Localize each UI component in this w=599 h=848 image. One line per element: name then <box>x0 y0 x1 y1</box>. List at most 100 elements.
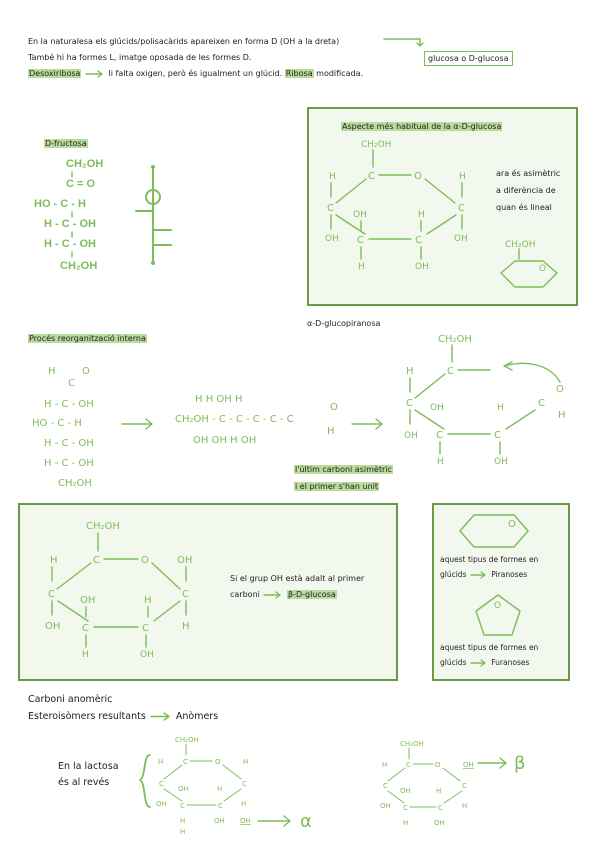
svg-text:H: H <box>180 817 185 825</box>
pyranose-name: Piranoses <box>491 570 528 579</box>
svg-text:O: O <box>414 171 422 182</box>
fructosa-structure: CH₂OH C = O HO - C - H H - C - OH H - C … <box>34 158 172 272</box>
svg-text:OH: OH <box>214 817 225 825</box>
svg-text:C: C <box>242 780 247 788</box>
svg-text:C: C <box>406 761 411 769</box>
svg-text:OH: OH <box>494 457 508 467</box>
chain-o: O <box>330 402 338 413</box>
beta-glucosa-box: CH₂OH H C O OH C C OH H OH H C C H OH Si… <box>18 503 398 681</box>
intro-line-3-end: modificada. <box>316 69 364 78</box>
alpha-note-3: quan és lineal <box>496 203 552 212</box>
desoxiribosa-highlight: Desoxiribosa <box>28 69 82 78</box>
beta-anomer-structure: CH₂OH H C O OH C C OH H OH H C C H OH β <box>380 740 526 827</box>
furanose-name: Furanoses <box>491 658 530 667</box>
beta-glucosa-highlight: β-D-glucosa <box>286 590 337 599</box>
svg-text:O: O <box>556 384 564 395</box>
svg-text:OH: OH <box>140 650 154 660</box>
anomeric-line-2-end: Anòmers <box>175 711 219 722</box>
arrow-icon <box>121 418 153 430</box>
pent-o: O <box>494 601 501 611</box>
svg-text:C: C <box>383 782 388 790</box>
chain-glucose: H H OH H CH₂OH - C - C - C - C - C OH OH… <box>175 394 338 446</box>
svg-text:C: C <box>180 802 185 810</box>
svg-text:OH: OH <box>178 785 189 793</box>
alpha-caption: α-D-glucopiranosa <box>307 319 381 328</box>
svg-text:H: H <box>558 410 566 421</box>
svg-text:C: C <box>458 203 465 214</box>
arrow-icon <box>263 590 282 599</box>
arrow-to-glucosa <box>383 38 424 47</box>
svg-text:OH: OH <box>156 800 167 808</box>
svg-text:H: H <box>436 787 441 795</box>
svg-text:OH: OH <box>415 262 429 272</box>
intro-line-3: Desoxiribosa li falta oxigen, però és ig… <box>28 68 363 79</box>
chair-hexagon-icon: CH₂OH O <box>500 240 558 288</box>
alpha-symbol: α <box>300 811 312 832</box>
arrow-icon <box>150 712 170 721</box>
chain-bottom: OH OH H OH <box>193 435 256 446</box>
anomer-alpha-ch2oh: CH₂OH <box>175 736 199 744</box>
chain-h: H <box>327 426 335 437</box>
anomeric-line-2: Esteroisòmers resultants Anòmers <box>28 710 218 723</box>
fructosa-row-3: HO - C - H <box>34 198 86 210</box>
svg-text:H: H <box>158 758 163 766</box>
svg-text:OH: OH <box>434 819 445 827</box>
fructosa-row-5: H - C - OH <box>44 238 96 250</box>
beta-text-2-word: carboni <box>230 590 260 599</box>
intro-line-1: En la naturalesa els glúcids/polisacàrid… <box>28 37 340 46</box>
ring-forming-structure: CH₂OH H C O C H C OH H OH C C H OH <box>404 334 566 467</box>
svg-text:C: C <box>327 203 334 214</box>
alpha-anomer-structure: CH₂OH H C O H C C OH H OH H C C H OH H O… <box>139 736 312 836</box>
lactosa-line-2: és al revés <box>58 777 110 788</box>
svg-text:C: C <box>218 802 223 810</box>
svg-text:C: C <box>447 366 454 377</box>
svg-text:OH: OH <box>353 210 367 220</box>
process-ring-ch2oh: CH₂OH <box>438 334 472 345</box>
fructosa-row-2: C = O <box>66 178 95 190</box>
svg-text:C: C <box>406 398 413 409</box>
chain-main: CH₂OH - C - C - C - C - C <box>175 414 294 425</box>
linear-glucose: H C O H - C - OH HO - C - H H - C - OH H… <box>32 366 94 489</box>
svg-text:OH: OH <box>240 817 251 825</box>
svg-text:O: O <box>215 758 221 766</box>
alpha-ring-structure: CH₂OH H C O H C C OH H OH OH C C H OH <box>325 140 468 272</box>
alpha-ch2oh: CH₂OH <box>361 140 392 150</box>
pyranose-text-2: glúcids Piranoses <box>440 570 527 580</box>
furanose-text-2: glúcids Furanoses <box>440 658 529 668</box>
alpha-box-title-text: Aspecte més habitual de la α-D-glucosa <box>341 122 503 131</box>
forms-box: O aquest tipus de formes en glúcids Pira… <box>432 503 570 681</box>
lactosa-line-1: En la lactosa <box>58 761 119 772</box>
arrow-icon <box>470 571 486 579</box>
svg-text:OH: OH <box>45 621 60 632</box>
svg-text:H: H <box>418 210 425 220</box>
svg-text:H: H <box>406 366 414 377</box>
intro-line-2: També hi ha formes L, imatge oposada de … <box>28 53 252 62</box>
fructosa-title: D-fructosa <box>44 138 88 149</box>
svg-text:H: H <box>243 758 248 766</box>
anomer-beta-ch2oh: CH₂OH <box>400 740 424 748</box>
linear-top-h: H <box>48 366 56 377</box>
linear-row-4: H - C - OH <box>44 458 94 469</box>
chain-top: H H OH H <box>195 394 243 405</box>
process-note-2: i el primer s'han unit <box>294 481 380 492</box>
pyranose-hexagon-icon: O <box>459 514 529 548</box>
svg-text:H: H <box>329 172 336 182</box>
anomeric-line-2-text: Esteroisòmers resultants <box>28 711 146 722</box>
process-title-text: Procés reorganització interna <box>28 334 147 343</box>
svg-text:H: H <box>437 457 444 467</box>
furanose-text-1: aquest tipus de formes en <box>440 643 539 652</box>
beta-text-2: carboni β-D-glucosa <box>230 589 337 600</box>
alpha-note-1: ara és asimètric <box>496 169 561 178</box>
svg-text:C: C <box>182 589 189 600</box>
intro-line-3-text: li falta oxigen, però és igualment un gl… <box>108 69 283 78</box>
beta-ring-structure: CH₂OH H C O OH C C OH H OH H C C H OH <box>45 521 192 660</box>
svg-text:OH: OH <box>404 431 418 441</box>
svg-text:C: C <box>438 804 443 812</box>
glucosa-label-box: glucosa o D-glucosa <box>424 51 513 66</box>
svg-text:H: H <box>358 262 365 272</box>
svg-text:C: C <box>368 171 375 182</box>
svg-text:OH: OH <box>380 802 391 810</box>
ribosa-highlight: Ribosa <box>284 69 314 78</box>
svg-text:H: H <box>403 819 408 827</box>
small-o: O <box>539 264 546 274</box>
